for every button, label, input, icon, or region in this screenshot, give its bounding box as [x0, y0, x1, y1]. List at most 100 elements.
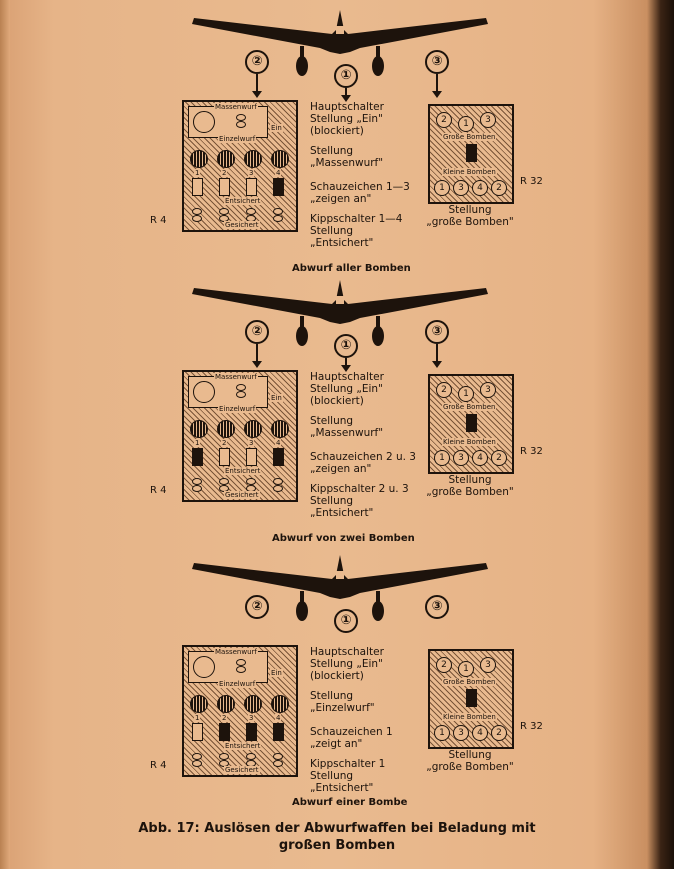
arrow-2	[252, 74, 262, 98]
indicator-window	[246, 448, 257, 466]
small-bomb-number: 1	[434, 450, 450, 466]
bomb-selector-knob[interactable]	[190, 150, 208, 168]
section-caption: Abwurf von zwei Bomben	[272, 533, 415, 544]
bomb-selector-knob[interactable]	[217, 695, 235, 713]
mode-text: Stellung „Einzelwurf"	[310, 690, 375, 714]
mode-toggle-switch[interactable]	[236, 114, 246, 128]
bomb-selector-knob[interactable]	[244, 150, 262, 168]
indicator-window	[246, 178, 257, 196]
arming-toggle-switch[interactable]	[192, 478, 202, 492]
grosse-bomben-label: Große Bomben	[442, 678, 497, 686]
bomb-selector-knob[interactable]	[271, 420, 289, 438]
callout-2: ②	[245, 320, 269, 344]
bomb-number: 4	[275, 439, 282, 447]
aircraft	[190, 8, 490, 92]
bomb-selector-knob[interactable]	[271, 695, 289, 713]
aircraft	[190, 278, 490, 362]
bomb-size-switch[interactable]	[466, 144, 477, 162]
small-bomb-number: 1	[434, 180, 450, 196]
bomb-selector-knob[interactable]	[190, 420, 208, 438]
bomb-number: 1	[194, 439, 201, 447]
main-switch-text: Hauptschalter Stellung „Ein" (blockiert)	[310, 371, 384, 407]
large-bomb-number: 3	[480, 382, 496, 398]
bomb-selector-knob[interactable]	[190, 695, 208, 713]
einzelwurf-label: Einzelwurf	[218, 135, 257, 143]
arming-toggle-switch[interactable]	[192, 753, 202, 767]
r4-label: R 4	[150, 215, 167, 226]
bomb-selector-knob[interactable]	[271, 150, 289, 168]
page-spine	[0, 0, 10, 869]
fan-icon	[193, 381, 215, 403]
callout-2: ②	[245, 50, 269, 74]
indicator-window	[246, 723, 257, 741]
arrow-3	[432, 344, 442, 368]
arming-toggle-switch[interactable]	[219, 753, 229, 767]
kleine-bomben-label: Kleine Bomben	[442, 438, 497, 446]
arming-toggle-switch[interactable]	[273, 753, 283, 767]
large-bomb-number: 2	[436, 382, 452, 398]
indicator-window	[273, 723, 284, 741]
bomb-size-switch[interactable]	[466, 414, 477, 432]
small-bomb-number: 4	[472, 450, 488, 466]
aircraft-silhouette-icon	[192, 10, 488, 76]
large-bomb-number: 1	[458, 661, 474, 677]
aircraft-silhouette-icon	[192, 280, 488, 346]
large-bomb-number: 1	[458, 386, 474, 402]
section-caption: Abwurf aller Bomben	[292, 263, 411, 274]
small-bomb-number: 3	[453, 450, 469, 466]
aircraft-silhouette-icon	[192, 555, 488, 621]
bomb-selector-knob[interactable]	[217, 420, 235, 438]
bomb-selector-knob[interactable]	[217, 150, 235, 168]
small-bomb-number: 3	[453, 725, 469, 741]
ein-label: Ein	[270, 394, 283, 402]
indicator-text: Schauzeichen 1—3 „zeigen an"	[310, 181, 410, 205]
mode-toggle-switch[interactable]	[236, 659, 246, 673]
arrow-1	[341, 88, 351, 102]
arming-toggle-switch[interactable]	[246, 208, 256, 222]
bomb-number: 3	[248, 439, 255, 447]
callout-1: ①	[334, 609, 358, 633]
r32-label: R 32	[520, 176, 543, 187]
arming-toggle-switch[interactable]	[192, 208, 202, 222]
arming-toggle-switch[interactable]	[219, 208, 229, 222]
massenwurf-label: Massenwurf	[214, 103, 258, 111]
bomb-number: 2	[221, 169, 228, 177]
indicator-text: Schauzeichen 2 u. 3 „zeigen an"	[310, 451, 416, 475]
bomb-number: 2	[221, 714, 228, 722]
indicator-text: Schauzeichen 1 „zeigt an"	[310, 726, 393, 750]
small-bomb-number: 3	[453, 180, 469, 196]
large-bomb-number: 2	[436, 657, 452, 673]
r32-label: R 32	[520, 721, 543, 732]
bomb-selector-knob[interactable]	[244, 420, 262, 438]
large-bomb-number: 2	[436, 112, 452, 128]
arming-toggle-switch[interactable]	[219, 478, 229, 492]
main-switch-text: Hauptschalter Stellung „Ein" (blockiert)	[310, 646, 384, 682]
r32-text: Stellung „große Bomben"	[426, 204, 514, 228]
mode-text: Stellung „Massenwurf"	[310, 415, 384, 439]
arming-toggle-switch[interactable]	[246, 478, 256, 492]
arrow-3	[432, 74, 442, 98]
mode-toggle-switch[interactable]	[236, 384, 246, 398]
arming-toggle-switch[interactable]	[273, 208, 283, 222]
ein-label: Ein	[270, 124, 283, 132]
arming-toggle-switch[interactable]	[246, 753, 256, 767]
bomb-selector-knob[interactable]	[244, 695, 262, 713]
aircraft	[190, 553, 490, 637]
figure-caption: Abb. 17: Auslösen der Abwurfwaffen bei B…	[0, 820, 674, 854]
arming-toggle-switch[interactable]	[273, 478, 283, 492]
kleine-bomben-label: Kleine Bomben	[442, 168, 497, 176]
large-bomb-number: 3	[480, 657, 496, 673]
figure-caption-line1: Abb. 17: Auslösen der Abwurfwaffen bei B…	[138, 821, 536, 836]
einzelwurf-label: Einzelwurf	[218, 405, 257, 413]
mode-text: Stellung „Massenwurf"	[310, 145, 384, 169]
callout-1: ①	[334, 64, 358, 88]
gesichert-label: Gesichert	[224, 491, 260, 499]
indicator-window	[273, 178, 284, 196]
bomb-size-switch[interactable]	[466, 689, 477, 707]
